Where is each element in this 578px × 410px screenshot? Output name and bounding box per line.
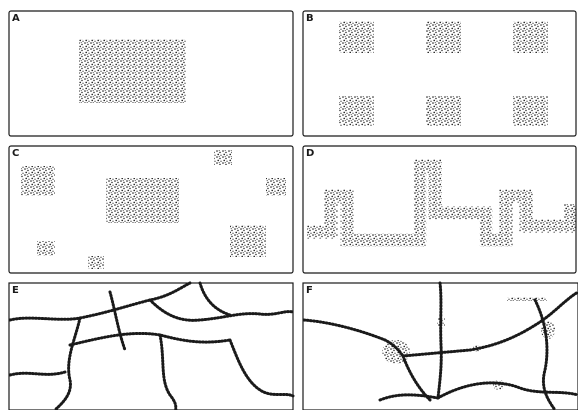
- node-f-3: [473, 345, 481, 352]
- panel-f-label: F: [306, 285, 313, 296]
- panel-d: D: [303, 146, 576, 273]
- patch-small-6: [513, 96, 548, 126]
- panel-b: B: [303, 11, 576, 136]
- patch-c-1: [21, 166, 55, 196]
- patch-small-2: [426, 21, 461, 53]
- patch-c-3: [266, 178, 286, 196]
- panel-a-label: A: [12, 13, 20, 24]
- node-f-1: [382, 340, 410, 364]
- node-f-6: [507, 297, 547, 301]
- panel-e-label: E: [12, 285, 19, 296]
- patch-c-6: [88, 256, 104, 269]
- panel-e: E: [9, 283, 293, 410]
- patch-c-4: [230, 225, 266, 257]
- patch-large: [79, 39, 186, 103]
- panel-c-label: C: [12, 148, 19, 159]
- node-f-5: [493, 380, 505, 390]
- panel-c: C: [9, 146, 293, 273]
- patch-small-1: [339, 21, 374, 53]
- panel-f: F: [303, 283, 578, 410]
- panel-b-label: B: [306, 13, 314, 24]
- patch-c-large: [106, 178, 179, 223]
- patch-small-3: [513, 21, 548, 53]
- patch-c-5: [37, 241, 55, 256]
- panel-d-label: D: [306, 148, 314, 159]
- panel-a: A: [9, 11, 293, 136]
- node-f-4: [541, 321, 555, 339]
- patch-c-2: [214, 150, 232, 165]
- patch-small-4: [339, 96, 374, 126]
- patch-small-5: [426, 96, 461, 126]
- node-f-2: [437, 318, 445, 326]
